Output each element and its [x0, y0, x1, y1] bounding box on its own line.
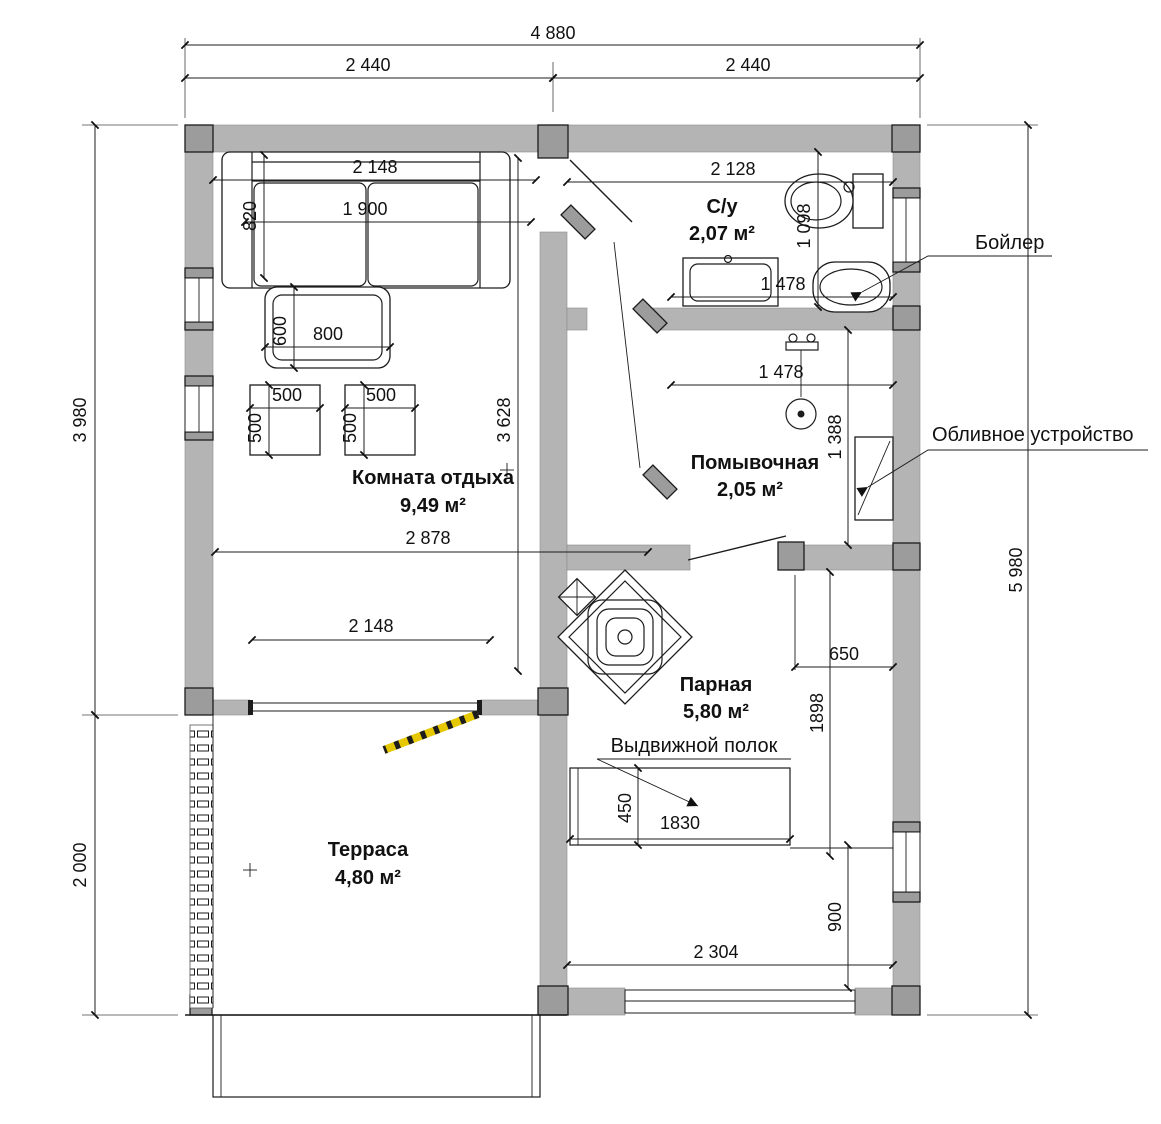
room-area-steam: 5,80 м² — [683, 701, 749, 723]
entrance-threshold — [248, 700, 482, 715]
dim-rest-bottom-width: 2 148 — [348, 616, 393, 636]
dim-shelf-depth: 450 — [615, 793, 635, 823]
dim-stool1-depth: 500 — [245, 413, 265, 443]
dim-sofa-depth: 820 — [240, 201, 260, 231]
shower-drain — [785, 398, 817, 430]
wall-rest-bottom-stub-left — [212, 699, 251, 716]
dim-sofa-seat-width: 1 900 — [342, 199, 387, 219]
dousing-device — [854, 436, 894, 521]
wall-middle-upper — [539, 231, 568, 701]
callout-shelf: Выдвижной полок — [596, 735, 791, 807]
room-label-wash: Помывочная — [691, 452, 819, 474]
room-label-steam: Парная — [680, 674, 753, 696]
window-right-2 — [892, 831, 921, 893]
dim-stool2-depth: 500 — [340, 413, 360, 443]
wall-rest-bottom-stub-right — [479, 699, 541, 716]
door-leaf-steam — [687, 535, 787, 561]
stool-1 — [249, 384, 321, 456]
room-area-wash: 2,05 м² — [717, 479, 783, 501]
dim-window-offset: 900 — [825, 902, 845, 932]
boiler — [812, 261, 891, 313]
dim-half-width-right: 2 440 — [725, 55, 770, 75]
terrace-side-hatch — [189, 724, 214, 1009]
dim-table-depth: 600 — [270, 316, 290, 346]
door-leaf-su — [613, 241, 641, 469]
dim-stool1-width: 500 — [272, 385, 302, 405]
sauna-stove — [557, 569, 693, 705]
dim-su-fixture-width: 1 478 — [760, 274, 805, 294]
terrace-structure — [185, 715, 567, 1098]
dim-table-width: 800 — [313, 324, 343, 344]
doors — [248, 159, 787, 754]
dim-wash-height: 1 388 — [825, 414, 845, 459]
stool-2 — [344, 384, 416, 456]
callout-dousing: Обливное устройство — [856, 424, 1148, 497]
wall-su-left — [566, 307, 588, 331]
door-leaf-rest-room — [569, 159, 633, 223]
dim-shelf-width: 1830 — [660, 813, 700, 833]
dimensions: 4 880 2 440 2 440 3 980 2 000 5 980 2 14… — [70, 23, 1033, 1020]
window-bottom — [624, 989, 856, 1014]
dim-rest-height: 3 628 — [494, 397, 514, 442]
wall-steam-left — [566, 544, 691, 571]
stove-chimney — [557, 577, 597, 617]
callout-dousing-label: Обливное устройство — [932, 424, 1133, 446]
dim-half-width-left: 2 440 — [345, 55, 390, 75]
window-left-2 — [184, 385, 214, 433]
dim-rest-mid-width: 2 878 — [405, 528, 450, 548]
callouts: Бойлер Обливное устройство Выдвижной пол… — [596, 232, 1148, 807]
room-area-terrace: 4,80 м² — [335, 867, 401, 889]
wall-middle-lower — [539, 699, 568, 1016]
pullout-shelf — [569, 767, 791, 846]
room-labels: С/у 2,07 м² Комната отдыха 9,49 м² Помыв… — [328, 196, 819, 889]
callout-shelf-label: Выдвижной полок — [611, 735, 778, 757]
dim-total-width: 4 880 — [530, 23, 575, 43]
dim-left-top-height: 3 980 — [70, 397, 90, 442]
room-label-rest: Комната отдыха — [352, 467, 515, 489]
angled-door-jambs — [560, 204, 678, 500]
dim-stool2-width: 500 — [366, 385, 396, 405]
dim-steam-height: 1898 — [807, 693, 827, 733]
dim-steam-width: 2 304 — [693, 942, 738, 962]
windows — [184, 197, 921, 1014]
window-left-1 — [184, 277, 214, 323]
dim-stove-offset: 650 — [829, 644, 859, 664]
dim-rest-top-width: 2 148 — [352, 157, 397, 177]
dim-su-height: 1 098 — [794, 203, 814, 248]
dim-su-width: 2 128 — [710, 159, 755, 179]
room-label-terrace: Терраса — [328, 839, 409, 861]
dim-left-bottom-height: 2 000 — [70, 842, 90, 887]
entrance-door-leaf — [382, 710, 480, 754]
wash-tap — [785, 333, 819, 397]
terrace-steps — [212, 1014, 541, 1098]
room-area-su: 2,07 м² — [689, 223, 755, 245]
room-label-su: С/у — [706, 196, 738, 218]
window-right-1 — [892, 197, 921, 263]
dim-right-height: 5 980 — [1006, 547, 1026, 592]
callout-boiler: Бойлер — [850, 232, 1052, 302]
callout-boiler-label: Бойлер — [975, 232, 1044, 254]
room-area-rest: 9,49 м² — [400, 495, 466, 517]
dim-wash-width: 1 478 — [758, 362, 803, 382]
reference-marks — [243, 463, 893, 877]
